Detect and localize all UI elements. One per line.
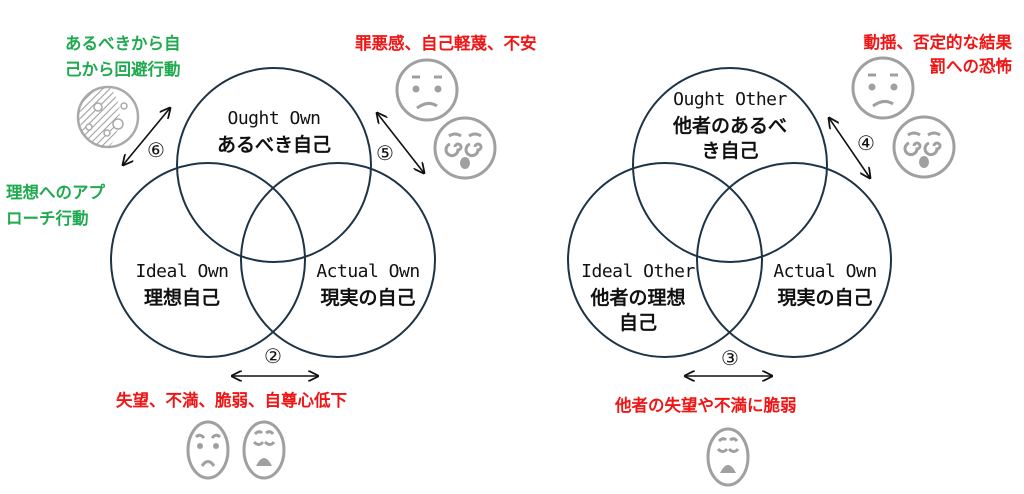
ought-own-label: Ought Own bbox=[227, 108, 321, 129]
marker-4: ④ bbox=[857, 131, 875, 155]
marker-5: ⑤ bbox=[376, 141, 394, 165]
guilt-note: 罪悪感、自己軽蔑、不安 bbox=[355, 34, 537, 53]
worried-face-icon bbox=[395, 58, 459, 122]
ought-other-circle bbox=[632, 67, 828, 263]
avoidance-note: あるべきから自 己から回避行動 bbox=[65, 31, 181, 83]
marker-3: ③ bbox=[721, 346, 739, 370]
ought-other-ja-line2: き自己 bbox=[701, 140, 759, 162]
dizzy-face-icon bbox=[892, 115, 956, 179]
angry-face-icon bbox=[186, 420, 230, 480]
approach-note-line2: ローチ行動 bbox=[6, 209, 89, 228]
weary-face-icon bbox=[242, 420, 286, 480]
marker-2: ② bbox=[264, 344, 282, 368]
arrow-5 bbox=[377, 113, 424, 173]
actual-own-label: Actual Own bbox=[316, 261, 420, 282]
ideal-other-ja-line2: 自己 bbox=[618, 312, 658, 334]
actual-own-circle-right bbox=[696, 162, 892, 358]
weary-face-icon bbox=[706, 427, 750, 487]
avoidance-note-line2: 己から回避行動 bbox=[65, 60, 181, 79]
ought-own-circle bbox=[176, 67, 372, 263]
ideal-own-circle bbox=[110, 162, 306, 358]
approach-note: 理想へのアプ ローチ行動 bbox=[6, 180, 105, 232]
ideal-other-circle bbox=[567, 162, 763, 358]
agitation-note-line2: 罰への恐怖 bbox=[929, 57, 1013, 76]
ought-own-ja-label: あるべき自己 bbox=[216, 134, 332, 156]
approach-note-line1: 理想へのアプ bbox=[6, 183, 105, 202]
actual-own-right-ja-label: 現実の自己 bbox=[777, 287, 873, 309]
moon-icon bbox=[76, 85, 140, 149]
ought-other-ja-line1: 他者のあるべ bbox=[672, 115, 788, 137]
avoidance-note-line1: あるべきから自 bbox=[65, 34, 181, 53]
actual-own-ja-label: 現実の自己 bbox=[320, 287, 416, 309]
agitation-note-line1: 動揺、否定的な結果 bbox=[863, 33, 1013, 52]
dizzy-face-icon bbox=[433, 116, 497, 180]
disappointment-note: 失望、不満、脆弱、自尊心低下 bbox=[116, 391, 347, 410]
ideal-other-label: Ideal Other bbox=[581, 261, 695, 282]
arrow-4 bbox=[829, 118, 870, 178]
worried-face-icon bbox=[851, 56, 915, 120]
ideal-own-ja-label: 理想自己 bbox=[143, 287, 221, 309]
ought-other-label: Ought Other bbox=[673, 89, 787, 110]
marker-6: ⑥ bbox=[147, 138, 165, 162]
actual-own-circle-left bbox=[240, 162, 436, 358]
vulnerable-note: 他者の失望や不満に脆弱 bbox=[615, 396, 797, 415]
arrow-6 bbox=[123, 108, 170, 165]
ideal-other-ja-line1: 他者の理想 bbox=[590, 287, 686, 309]
actual-own-right-label: Actual Own bbox=[773, 261, 877, 282]
ideal-own-label: Ideal Own bbox=[135, 261, 229, 282]
agitation-note: 動揺、否定的な結果 罰への恐怖 bbox=[864, 31, 1013, 79]
